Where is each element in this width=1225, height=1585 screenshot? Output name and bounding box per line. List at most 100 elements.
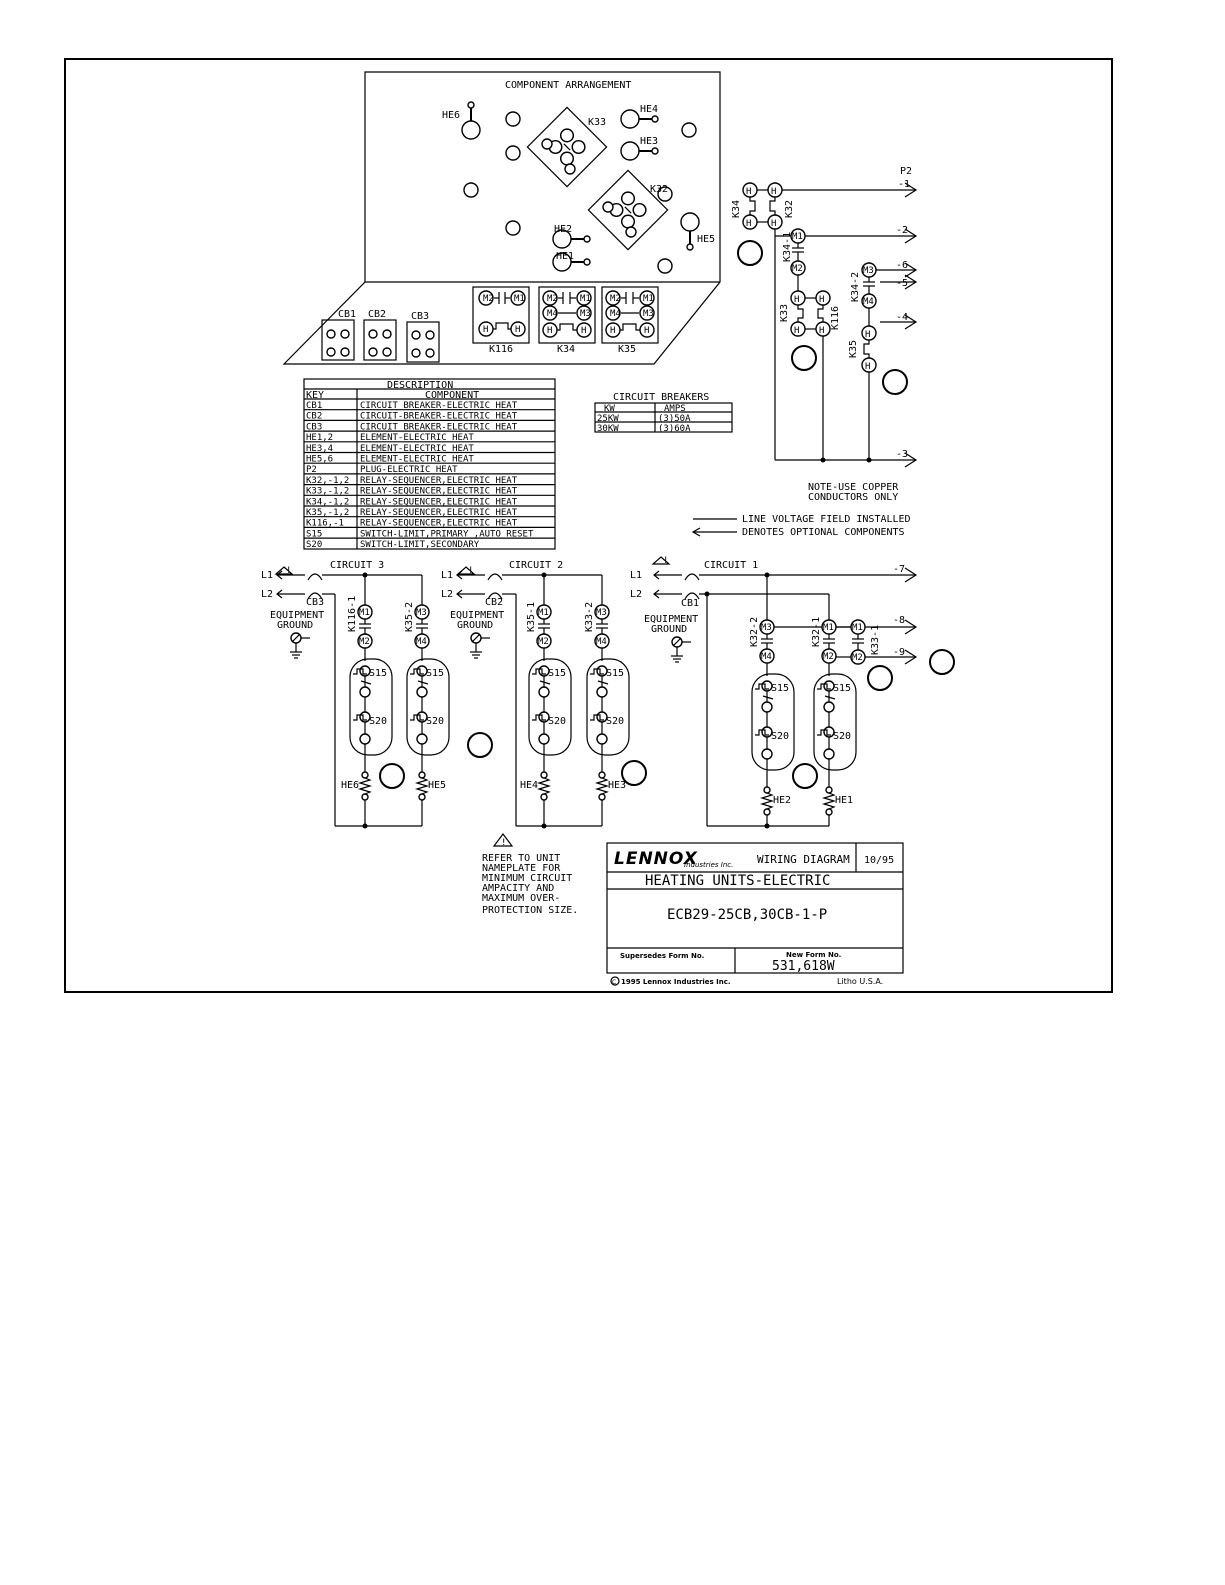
heater-label: HE6 <box>341 780 359 791</box>
svg-text:M1: M1 <box>514 294 525 304</box>
description-key: HE5,6 <box>306 455 333 465</box>
k116-label: K116 <box>489 344 513 355</box>
c3-title: CIRCUIT 3 <box>330 560 384 571</box>
heater-label: HE5 <box>428 780 446 791</box>
svg-text:M1: M1 <box>580 294 591 304</box>
doc-date: 10/95 <box>864 855 894 866</box>
relay-terminal: M4 <box>596 637 607 647</box>
relay-terminal: M1 <box>823 623 834 633</box>
svg-text:!: ! <box>663 556 668 566</box>
label-k32: K32 <box>650 184 668 195</box>
svg-text:H: H <box>746 187 751 197</box>
svg-text:-7: -7 <box>893 564 905 575</box>
s15-label: S15 <box>833 683 851 694</box>
c1-l2: L2 <box>630 589 642 600</box>
svg-text:-2: -2 <box>896 225 908 236</box>
heater-label: HE4 <box>520 780 538 791</box>
description-component: RELAY-SEQUENCER,ELECTRIC HEAT <box>360 508 518 518</box>
branch-relay-label: K116-1 <box>347 596 358 632</box>
svg-text:MAXIMUM OVER-: MAXIMUM OVER- <box>482 893 560 904</box>
svg-text:-6: -6 <box>896 260 908 271</box>
c3-l2: L2 <box>261 589 273 600</box>
description-component: SWITCH-LIMIT,SECONDARY <box>360 540 480 550</box>
description-key: K33,-1,2 <box>306 487 349 497</box>
s15-label: S15 <box>606 668 624 679</box>
description-component: PLUG-ELECTRIC HEAT <box>360 465 458 475</box>
legend-optional: DENOTES OPTIONAL COMPONENTS <box>742 527 905 538</box>
svg-text:H: H <box>581 326 586 336</box>
c1-l1: L1 <box>630 570 642 581</box>
c2-title: CIRCUIT 2 <box>509 560 563 571</box>
svg-text:M1: M1 <box>643 294 654 304</box>
svg-text:M3: M3 <box>643 309 654 319</box>
svg-text:H: H <box>746 219 751 229</box>
circuit-1: ! L1 L2 CIRCUIT 1 CB1 EQUIPMENT GROUND -… <box>630 556 955 691</box>
label-k33: K33 <box>588 117 606 128</box>
ground-symbols <box>290 632 691 663</box>
c2-l2: L2 <box>441 589 453 600</box>
relay-terminal: M3 <box>416 608 427 618</box>
description-component: CIRCUIT-BREAKER-ELECTRIC HEAT <box>360 412 518 422</box>
svg-text:GROUND: GROUND <box>651 624 687 635</box>
description-key: HE3,4 <box>306 444 333 454</box>
s20-label: S20 <box>833 731 851 742</box>
svg-text:H: H <box>794 326 799 336</box>
s15-label: S15 <box>369 668 387 679</box>
legend-line-voltage: LINE VOLTAGE FIELD INSTALLED <box>742 514 911 525</box>
branch-relay-label: K33-2 <box>584 602 595 632</box>
breaker-table: CIRCUIT BREAKERS KW AMPS 25KW (3)50A 30K… <box>594 392 733 434</box>
c2-cb: CB2 <box>485 597 503 608</box>
svg-text:M2: M2 <box>483 294 494 304</box>
title-block: LENNOX Industries Inc. WIRING DIAGRAM 10… <box>606 842 904 986</box>
svg-text:GROUND: GROUND <box>457 620 493 631</box>
svg-text:EQUIPMENT: EQUIPMENT <box>644 614 698 625</box>
circuit-3: ! L1 L2 CIRCUIT 3 CB3 EQUIPMENT GROUND <box>261 560 422 631</box>
refer-note: ! REFER TO UNIT NAMEPLATE FOR MINIMUM CI… <box>482 833 578 916</box>
relay-terminal: M2 <box>538 637 549 647</box>
doc-type: WIRING DIAGRAM <box>757 853 850 866</box>
new-form-label: New Form No. <box>786 951 841 959</box>
description-key: K34,-1,2 <box>306 497 349 507</box>
svg-text:!: ! <box>501 838 506 848</box>
svg-text:H: H <box>483 325 488 335</box>
svg-text:REFER TO UNIT: REFER TO UNIT <box>482 853 560 864</box>
relay-terminal: M1 <box>538 608 549 618</box>
c1-title: CIRCUIT 1 <box>704 560 758 571</box>
breaker-header-amps: AMPS <box>664 404 686 414</box>
s20-label: S20 <box>548 716 566 727</box>
svg-text:M4: M4 <box>610 309 621 319</box>
c2-l1: L1 <box>441 570 453 581</box>
svg-text:H: H <box>610 326 615 336</box>
svg-text:GROUND: GROUND <box>277 620 313 631</box>
svg-text:NAMEPLATE FOR: NAMEPLATE FOR <box>482 863 561 874</box>
branch-relay-label: K35-2 <box>404 602 415 632</box>
k35-label: K35 <box>618 344 636 355</box>
breaker-row-1-amps: (3)50A <box>658 414 691 424</box>
description-title: DESCRIPTION <box>387 380 453 391</box>
supersedes-label: Supersedes Form No. <box>620 952 704 960</box>
svg-text:H: H <box>865 362 870 372</box>
svg-text:-5: -5 <box>896 278 908 289</box>
copyright: 1995 Lennox Industries Inc. <box>621 978 731 986</box>
breaker-cb3: CB3 <box>406 311 440 363</box>
k34-ctl-label: K34 <box>731 200 742 218</box>
description-key: S15 <box>306 529 322 539</box>
relay-terminal: M4 <box>761 652 772 662</box>
svg-text:M1: M1 <box>792 232 803 242</box>
description-key: K116,-1 <box>306 519 344 529</box>
circuit-2: ! L1 L2 CIRCUIT 2 CB2 EQUIPMENT GROUND <box>441 560 602 631</box>
label-he2: HE2 <box>554 224 572 235</box>
note-line-1: NOTE-USE COPPER <box>808 482 899 493</box>
svg-text:!: ! <box>468 566 473 576</box>
k34-label: K34 <box>557 344 575 355</box>
control-diagram: P2 H H H H K34 K32 M1 M2 K34-1 H H H H K… <box>731 166 918 468</box>
branch-relay-label: K32-1 <box>811 617 822 647</box>
description-component: ELEMENT-ELECTRIC HEAT <box>360 433 474 443</box>
breaker-header-kw: KW <box>604 404 615 414</box>
litho: Litho U.S.A. <box>837 977 883 986</box>
p2-label: P2 <box>900 166 912 177</box>
svg-text:M2: M2 <box>610 294 621 304</box>
description-key: CB3 <box>306 422 322 432</box>
